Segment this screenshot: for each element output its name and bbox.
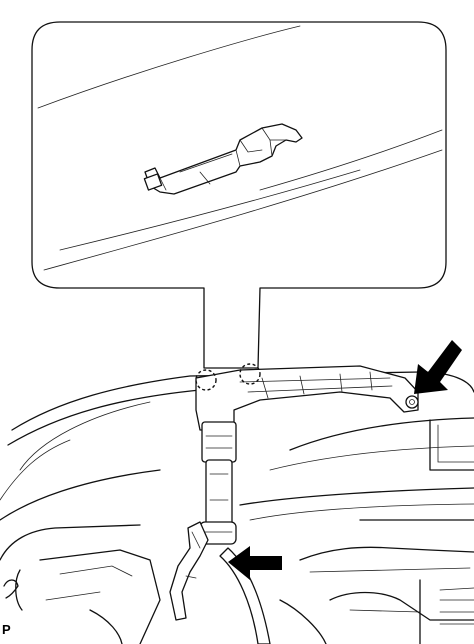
washer-hose: [169, 521, 271, 644]
arrow-upper-right: [414, 340, 462, 394]
clip-location-right: [239, 363, 261, 385]
figure-code: P: [2, 622, 11, 637]
ground-stub: [3, 579, 19, 599]
washer-arm-bracket: [195, 363, 419, 431]
clip-bracket-detail: [143, 123, 303, 195]
detail-callout: [31, 21, 447, 369]
vehicle-body-outline: [0, 371, 474, 561]
washer-cylinder: [199, 421, 237, 545]
pointer-arrows: [228, 340, 462, 580]
engine-bay-components: [15, 519, 474, 644]
arrow-lower-middle: [228, 546, 282, 580]
clip-location-left: [195, 369, 217, 391]
